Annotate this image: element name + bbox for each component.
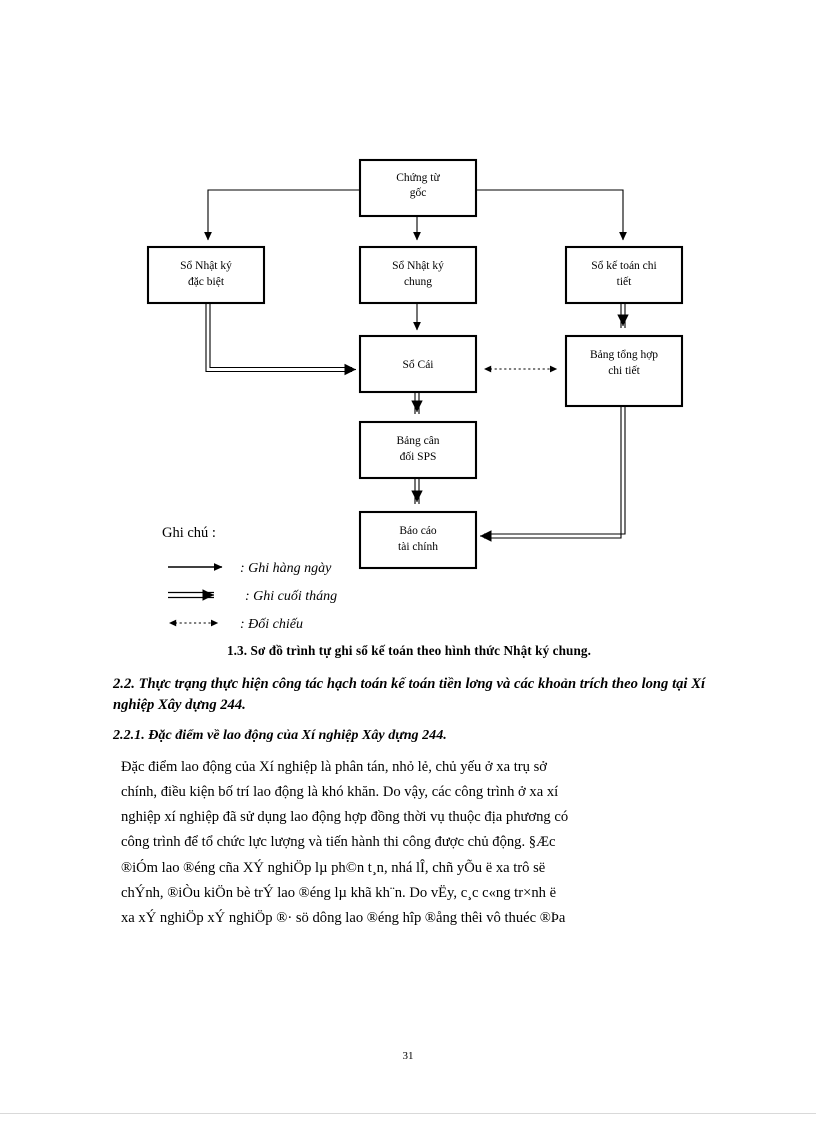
edge-soketoan-to-bangtonghop xyxy=(617,304,629,328)
edge-socai-to-bangcandoi xyxy=(411,392,423,414)
legend-label-monthly: : Ghi cuối tháng xyxy=(245,589,337,604)
edge-bangcandoi-to-baocao xyxy=(411,478,423,504)
legend-title: Ghi chú : xyxy=(162,525,216,541)
edge-chungtu-to-soketoan-chitiet xyxy=(475,189,627,241)
document-text-body: 1.3. Sơ đồ trình tự ghi sổ kế toán theo … xyxy=(113,643,705,931)
flow-box-so-nhat-ky-chung: Sổ Nhật ký chung xyxy=(358,245,478,305)
footer-rule xyxy=(0,1113,816,1114)
body-paragraph: Đặc điểm lao động của Xí nghiệp là phân … xyxy=(113,755,705,931)
flow-box-so-cai: Sổ Cái xyxy=(358,334,478,394)
flow-box-label: đặc biệt xyxy=(188,276,225,288)
flow-box-label: tiết xyxy=(617,275,632,288)
edge-dacbiet-to-socai xyxy=(205,304,356,376)
body-line: Đặc điểm lao động của Xí nghiệp là phân … xyxy=(121,759,547,776)
flow-box-label: đối SPS xyxy=(400,450,437,463)
edge-bangtonghop-to-baocao xyxy=(480,406,626,542)
flow-box-label: Bảng tổng hợp xyxy=(590,348,658,361)
flow-box-label: Bảng cân xyxy=(396,435,439,447)
edge-chungtu-to-nhatky-dacbiet xyxy=(204,189,360,241)
flow-box-label: Sổ kế toán chi xyxy=(591,259,656,272)
flow-box-bao-cao-tai-chinh: Báo cáo tài chính xyxy=(358,510,478,570)
flow-box-label: Chứng từ xyxy=(396,172,440,184)
flow-box-label: Sổ Nhật ký xyxy=(180,259,232,272)
body-line: chÝnh, ®iÒu kiÖn bè trÝ lao ®éng lµ khã … xyxy=(121,884,557,901)
page-number: 31 xyxy=(402,1050,414,1062)
figure-caption: 1.3. Sơ đồ trình tự ghi sổ kế toán theo … xyxy=(226,643,592,658)
flow-box-label: chung xyxy=(404,276,432,288)
flow-box-chung-tu-goc: Chứng từ gốc xyxy=(358,158,478,218)
flow-box-so-nhat-ky-dac-biet: Sổ Nhật ký đặc biệt xyxy=(146,245,266,305)
flow-box-bang-can-doi-sps: Bảng cân đối SPS xyxy=(358,420,478,480)
body-line: ®iÓm lao ®éng cña XÝ nghiÖp lµ ph©n t¸n,… xyxy=(121,859,546,876)
accounting-flowchart: Chứng từ gốc Sổ Nhật ký đặc biệt Sổ Nhật… xyxy=(146,158,684,632)
legend-label-reconcile: : Đối chiếu xyxy=(240,617,303,632)
heading-2-2: 2.2. Thực trạng thực hiện công tác hạch … xyxy=(113,676,705,713)
flow-box-bang-tong-hop-chi-tiet: Bảng tổng hợp chi tiết xyxy=(564,334,684,408)
flow-box-label: Sổ Cái xyxy=(403,358,434,371)
body-line: xa xÝ nghiÖp xÝ nghiÖp ®· sö dông lao ®é… xyxy=(121,909,566,926)
flowchart-legend: Ghi chú : : Ghi hàng ngày : Ghi cuối thá… xyxy=(162,525,337,632)
body-line: chính, điều kiện bố trí lao động là khó … xyxy=(121,784,559,801)
flow-box-label: tài chính xyxy=(398,541,438,553)
flow-box-label: Sổ Nhật ký xyxy=(392,259,444,272)
body-line: nghiệp xí nghiệp đã sử dụng lao động hợp… xyxy=(121,809,569,826)
legend-label-daily: : Ghi hàng ngày xyxy=(240,561,332,576)
flow-box-so-ke-toan-chi-tiet: Sổ kế toán chi tiết xyxy=(564,245,684,305)
flow-box-label: gốc xyxy=(410,186,427,199)
legend-marker-double-arrow xyxy=(168,589,214,601)
flow-box-label: chi tiết xyxy=(608,364,640,377)
flow-box-label: Báo cáo xyxy=(399,525,437,537)
body-line: công trình để tổ chức lực lượng và tiến … xyxy=(121,834,556,851)
heading-2-2-1: 2.2.1. Đặc điểm về lao động của Xí nghiệ… xyxy=(113,727,447,744)
